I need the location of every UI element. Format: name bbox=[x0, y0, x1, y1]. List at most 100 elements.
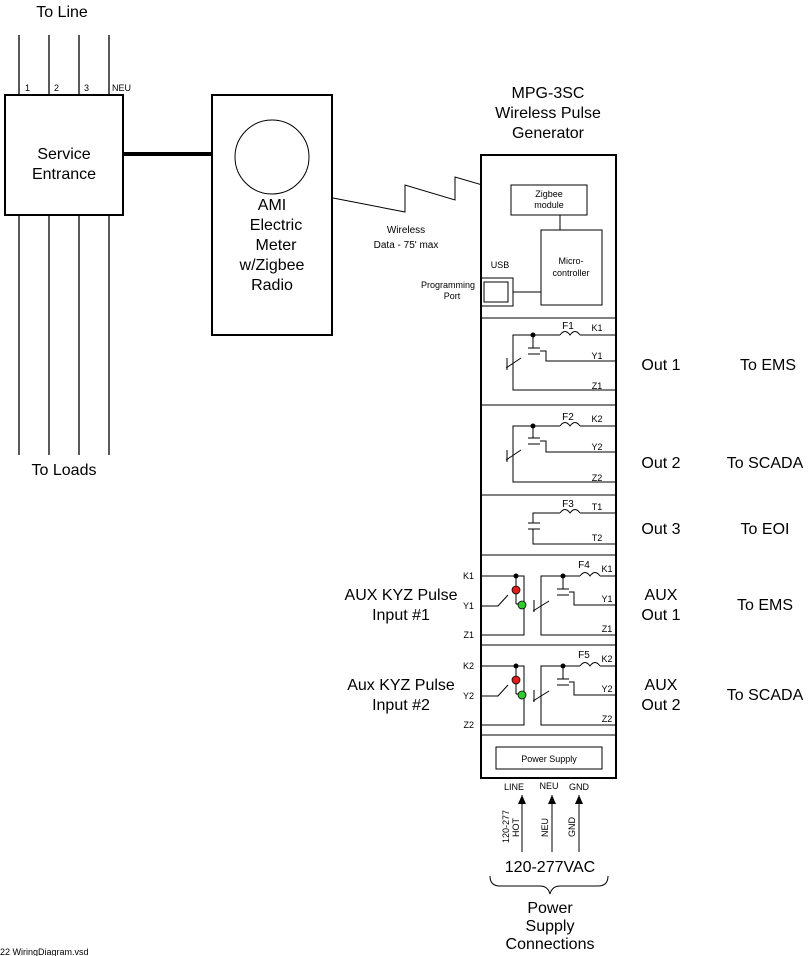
aux-out-1-dest: To EMS bbox=[737, 597, 793, 614]
device-title-3: Generator bbox=[512, 125, 585, 142]
aux-out-1-circuit bbox=[532, 572, 616, 636]
out1-term-z: Z1 bbox=[592, 381, 603, 391]
aux-input-2-label-2: Input #2 bbox=[372, 697, 430, 714]
service-label-2: Entrance bbox=[32, 166, 96, 183]
out3-term-t2: T2 bbox=[592, 533, 603, 543]
fuse-f5-label: F5 bbox=[578, 650, 590, 661]
auxout2-term-z: Z2 bbox=[602, 714, 613, 724]
micro-label-2: controller bbox=[552, 268, 589, 278]
wireless-label-2: Data - 75' max bbox=[374, 240, 439, 251]
aux1-green-led bbox=[517, 600, 527, 610]
auxout2-term-y: Y2 bbox=[601, 684, 612, 694]
meter-label-3: Meter bbox=[256, 237, 298, 254]
phase-2-label: 2 bbox=[54, 83, 59, 93]
meter-dial bbox=[234, 119, 310, 195]
aux-out-2-label-2: Out 2 bbox=[641, 697, 680, 714]
wire-gnd: GND bbox=[567, 817, 577, 838]
device-title-2: Wireless Pulse bbox=[495, 105, 601, 122]
output-3-circuit bbox=[528, 509, 616, 545]
aux2-term-k: K2 bbox=[463, 661, 474, 671]
zigbee-label-2: module bbox=[534, 200, 564, 210]
wire-neu: NEU bbox=[540, 818, 550, 837]
output-1-circuit bbox=[505, 331, 616, 391]
meter-label-1: AMI bbox=[258, 197, 286, 214]
auxout2-term-k: K2 bbox=[601, 654, 612, 664]
usb-label: USB bbox=[491, 260, 510, 270]
zigbee-label-1: Zigbee bbox=[535, 189, 563, 199]
aux-out-2-dest: To SCADA bbox=[727, 687, 804, 704]
auxout1-term-y: Y1 bbox=[601, 594, 612, 604]
vac-label: 120-277VAC bbox=[505, 859, 595, 876]
aux-out-1-label-2: Out 1 bbox=[641, 607, 680, 624]
section-dividers bbox=[481, 317, 616, 736]
out3-label: Out 3 bbox=[641, 521, 680, 538]
device-title-1: MPG-3SC bbox=[512, 85, 585, 102]
wireless-link bbox=[332, 176, 511, 213]
wire-120-277: 120-277 bbox=[501, 810, 511, 843]
auxout1-term-z: Z1 bbox=[602, 624, 613, 634]
wireless-label-1: Wireless bbox=[387, 225, 425, 236]
aux2-green-led bbox=[517, 690, 527, 700]
meter-label-5: Radio bbox=[251, 277, 293, 294]
term-line: LINE bbox=[504, 782, 524, 792]
service-entrance-box bbox=[4, 94, 124, 216]
phase-neu-label: NEU bbox=[112, 83, 131, 93]
power-supply-box bbox=[495, 746, 603, 770]
meter-box bbox=[211, 94, 333, 336]
wire-hot: HOT bbox=[511, 818, 521, 838]
aux-out-2-label-1: AUX bbox=[645, 677, 678, 694]
psc-label-3: Connections bbox=[506, 936, 595, 953]
out3-dest: To EOI bbox=[741, 521, 790, 538]
out1-label: Out 1 bbox=[641, 357, 680, 374]
psc-label-2: Supply bbox=[526, 918, 575, 935]
aux1-red-led bbox=[511, 585, 521, 595]
to-loads-label: To Loads bbox=[32, 462, 97, 479]
term-gnd: GND bbox=[569, 782, 590, 792]
aux-out-2-circuit bbox=[532, 662, 616, 726]
service-label-1: Service bbox=[37, 146, 90, 163]
psc-label-1: Power bbox=[527, 900, 573, 917]
to-line-label: To Line bbox=[36, 4, 88, 21]
power-wires bbox=[518, 795, 583, 852]
aux2-term-y: Y2 bbox=[463, 691, 474, 701]
out2-term-y: Y2 bbox=[591, 442, 602, 452]
out2-term-k: K2 bbox=[591, 414, 602, 424]
term-neu: NEU bbox=[539, 781, 558, 791]
fuse-f3-label: F3 bbox=[562, 499, 574, 510]
device-enclosure bbox=[480, 154, 617, 779]
micro-label-1: Micro- bbox=[559, 256, 584, 266]
zigbee-module bbox=[510, 184, 588, 216]
aux-input-2-label-1: Aux KYZ Pulse bbox=[347, 677, 455, 694]
footer-filename: 22 WiringDiagram.vsd bbox=[0, 947, 89, 956]
aux-input-1-label-2: Input #1 bbox=[372, 607, 430, 624]
usb-port-inner bbox=[483, 281, 509, 303]
output-2-circuit bbox=[505, 422, 616, 483]
microcontroller bbox=[540, 229, 603, 306]
out1-term-k: K1 bbox=[591, 323, 602, 333]
phase-1-label: 1 bbox=[25, 83, 30, 93]
fuse-f1-label: F1 bbox=[562, 321, 574, 332]
aux2-term-z: Z2 bbox=[463, 720, 474, 730]
aux-out-1-label-1: AUX bbox=[645, 587, 678, 604]
aux1-term-y: Y1 bbox=[463, 601, 474, 611]
out2-dest: To SCADA bbox=[727, 455, 804, 472]
aux1-term-k: K1 bbox=[463, 571, 474, 581]
power-supply-label: Power Supply bbox=[521, 754, 577, 764]
out2-label: Out 2 bbox=[641, 455, 680, 472]
fuse-f2-label: F2 bbox=[562, 412, 574, 423]
programming-label-1: Programming bbox=[421, 280, 475, 290]
phase-3-label: 3 bbox=[84, 83, 89, 93]
fuse-f4-label: F4 bbox=[578, 560, 590, 571]
programming-label-2: Port bbox=[444, 291, 461, 301]
auxout1-term-k: K1 bbox=[601, 564, 612, 574]
aux-input-1-label-1: AUX KYZ Pulse bbox=[345, 587, 458, 604]
meter-label-4: w/Zigbee bbox=[239, 257, 305, 274]
power-brace bbox=[489, 875, 609, 895]
out1-term-y: Y1 bbox=[591, 351, 602, 361]
out3-term-t1: T1 bbox=[592, 502, 603, 512]
aux2-red-led bbox=[511, 675, 521, 685]
out2-term-z: Z2 bbox=[592, 473, 603, 483]
meter-label-2: Electric bbox=[250, 217, 302, 234]
out1-dest: To EMS bbox=[740, 357, 796, 374]
